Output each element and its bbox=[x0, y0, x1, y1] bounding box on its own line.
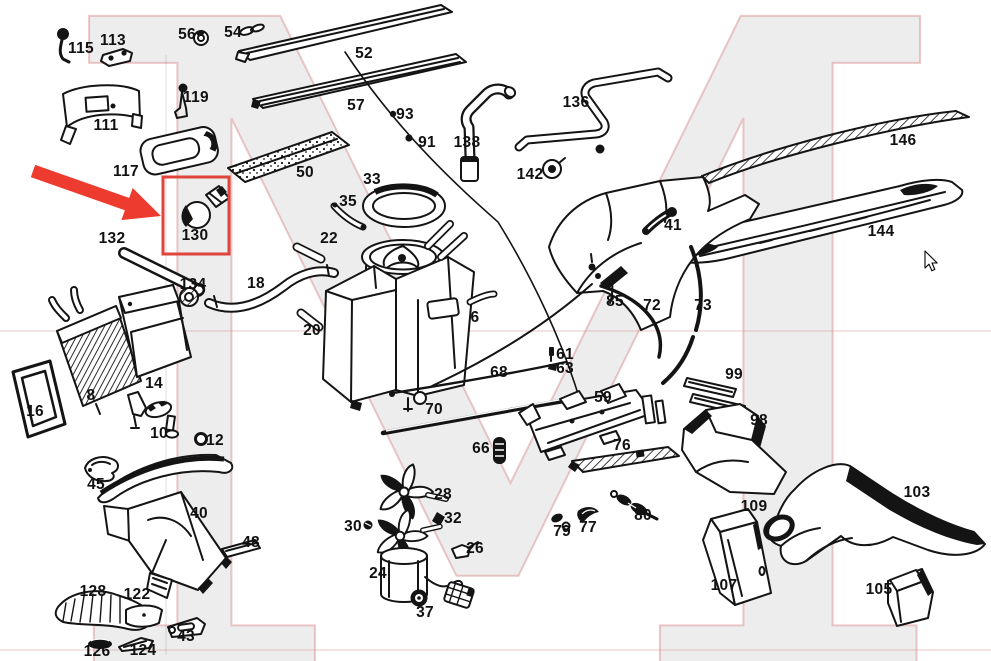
body-panel-drawing bbox=[548, 176, 760, 331]
part-10-drawing bbox=[144, 400, 179, 439]
part-54-drawing bbox=[239, 23, 265, 36]
part-40-drawing bbox=[97, 453, 234, 599]
part-117-drawing bbox=[139, 126, 219, 176]
part-136-drawing bbox=[514, 67, 673, 154]
part-59-drawing bbox=[518, 383, 667, 461]
part-6-drawing bbox=[322, 220, 498, 412]
part-35-drawing bbox=[330, 202, 367, 231]
part-142-drawing bbox=[542, 157, 566, 179]
part-50-drawing bbox=[227, 131, 350, 183]
part-107-drawing bbox=[702, 508, 772, 606]
part-103-drawing bbox=[767, 463, 986, 566]
part-26-drawing bbox=[451, 541, 479, 559]
part-28-drawing bbox=[379, 463, 449, 520]
part-138-drawing bbox=[460, 83, 517, 182]
part-18-drawing bbox=[204, 264, 339, 313]
part-98-drawing bbox=[681, 403, 787, 495]
part-37-drawing bbox=[410, 589, 428, 607]
part-66-drawing bbox=[493, 437, 506, 464]
part-77-drawing bbox=[577, 506, 599, 523]
part-70-drawing bbox=[380, 397, 570, 436]
part-22-drawing bbox=[292, 242, 326, 264]
cable-72-drawing bbox=[431, 283, 662, 387]
part-12-drawing bbox=[194, 432, 208, 446]
mouse-cursor-icon bbox=[924, 250, 938, 272]
part-48-drawing bbox=[221, 539, 261, 558]
part-73-drawing bbox=[661, 245, 703, 385]
part-56-drawing bbox=[193, 30, 209, 46]
part-33-drawing bbox=[362, 183, 446, 228]
part-16-drawing bbox=[11, 359, 67, 439]
part-41-drawing bbox=[642, 207, 677, 235]
part-122-drawing bbox=[125, 604, 163, 628]
part-113-drawing bbox=[100, 48, 133, 67]
part-57-drawing bbox=[251, 53, 467, 109]
part-115-drawing bbox=[57, 28, 71, 64]
cable-91-93-drawing bbox=[344, 51, 579, 395]
part-32-drawing bbox=[432, 512, 445, 526]
part-8-drawing bbox=[48, 286, 147, 429]
highlight-arrow bbox=[30, 164, 161, 221]
part-43-drawing bbox=[167, 617, 206, 638]
part-111-drawing bbox=[60, 84, 143, 145]
part-105-drawing bbox=[887, 568, 934, 627]
part-45-drawing bbox=[84, 456, 119, 483]
part-80-drawing bbox=[610, 490, 659, 521]
part-134-drawing bbox=[179, 287, 199, 307]
part-68-drawing bbox=[389, 360, 568, 397]
part-14-drawing bbox=[118, 284, 192, 378]
part-85-drawing bbox=[588, 253, 628, 304]
part-76-drawing bbox=[568, 446, 680, 473]
part-61-63-drawing bbox=[548, 347, 557, 371]
part-52-drawing bbox=[235, 4, 453, 63]
part-124-drawing bbox=[118, 637, 154, 652]
part-20-drawing bbox=[296, 308, 324, 332]
highlight-box bbox=[161, 175, 231, 256]
part-126-drawing bbox=[88, 638, 112, 649]
part-119-drawing bbox=[174, 83, 188, 119]
part-79-drawing bbox=[551, 513, 571, 531]
part-109-drawing bbox=[763, 514, 795, 542]
part-30-drawing bbox=[363, 520, 373, 530]
